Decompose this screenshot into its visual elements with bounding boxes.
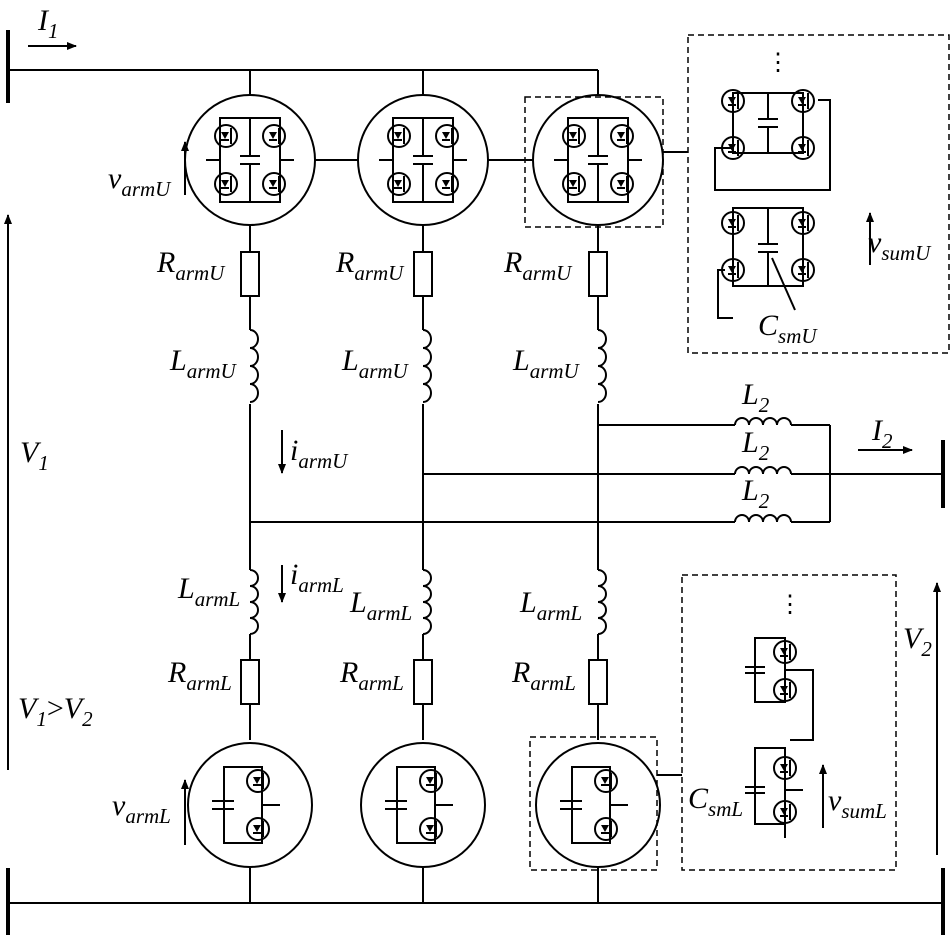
- lower-submodule-c: [535, 742, 661, 868]
- r-arm-u-label-c: RarmU: [503, 246, 573, 285]
- ac-output-wires: [250, 424, 943, 523]
- l2-label-1: L2: [741, 378, 770, 417]
- i1-label: I1: [37, 4, 59, 43]
- v1-label: V1: [20, 436, 49, 475]
- inductor-lower-b: [422, 569, 432, 635]
- inductor-upper-a: [249, 329, 259, 403]
- l-arm-u-label-c: LarmU: [512, 344, 581, 383]
- r-arm-l-label-c: RarmL: [511, 656, 576, 695]
- l-arm-u-label-a: LarmU: [169, 344, 238, 383]
- l-arm-l-label-c: LarmL: [519, 586, 582, 625]
- v-arm-l-label: varmL: [112, 789, 171, 828]
- lower-submodule-b: [360, 742, 486, 868]
- r-arm-l-label-a: RarmL: [167, 656, 232, 695]
- v2-label: V2: [903, 622, 932, 661]
- upper-submodule-highlight-box: [524, 96, 664, 228]
- upper-detail-link: [714, 99, 831, 191]
- upper-detail-full-bridge-2: [721, 207, 815, 287]
- resistor-upper-a: [240, 251, 260, 297]
- upper-detail-tail: [717, 269, 733, 319]
- inductor-upper-c: [597, 329, 607, 403]
- v-sum-l-label: vsumL: [828, 784, 887, 823]
- upper-detail-box: [687, 34, 950, 354]
- c-sm-u-leader: [771, 257, 796, 311]
- upper-submodule-c: [532, 94, 664, 226]
- l2-inductor-2: [734, 466, 792, 475]
- v-sum-u-label: vsumU: [868, 226, 932, 265]
- l2-label-3: L2: [741, 474, 770, 513]
- lower-detail-ellipsis: ⋮: [778, 592, 802, 618]
- c-sm-l-label: CsmL: [688, 782, 743, 821]
- upper-detail-full-bridge-1: [721, 89, 815, 160]
- v1-greater-v2-label: V1>V2: [18, 692, 93, 731]
- i-arm-u-label: iarmU: [290, 434, 349, 473]
- resistor-upper-c: [588, 251, 608, 297]
- inductor-lower-a: [249, 569, 259, 635]
- upper-detail-ellipsis: ⋮: [766, 50, 790, 76]
- l2-inductor-3: [734, 514, 792, 523]
- lower-detail-half-bridge-1: [745, 637, 803, 703]
- i2-label: I2: [871, 414, 893, 453]
- resistor-lower-b: [413, 659, 433, 705]
- upper-submodule-a: [184, 94, 316, 226]
- l2-label-2: L2: [741, 426, 770, 465]
- lower-detail-link: [790, 669, 814, 741]
- v-arm-u-label: varmU: [108, 162, 172, 201]
- l-arm-l-label-b: LarmL: [349, 586, 412, 625]
- upper-submodule-b: [357, 94, 489, 226]
- r-arm-l-label-b: RarmL: [339, 656, 404, 695]
- r-arm-u-label-a: RarmU: [156, 246, 226, 285]
- i-arm-l-label: iarmL: [290, 558, 344, 597]
- l-arm-u-label-b: LarmU: [341, 344, 410, 383]
- phase-leg-wires: [249, 70, 599, 903]
- r-arm-u-label-b: RarmU: [335, 246, 405, 285]
- resistor-lower-a: [240, 659, 260, 705]
- resistor-lower-c: [588, 659, 608, 705]
- inductor-lower-c: [597, 569, 607, 635]
- c-sm-u-label: CsmU: [758, 309, 818, 348]
- lower-detail-half-bridge-2: [745, 747, 803, 825]
- l2-inductor-1: [734, 417, 792, 426]
- l-arm-l-label-a: LarmL: [177, 572, 240, 611]
- lower-detail-box: [681, 574, 897, 871]
- lower-submodule-a: [187, 742, 313, 868]
- lower-submodule-highlight-box: [529, 736, 658, 871]
- resistor-upper-b: [413, 251, 433, 297]
- inductor-upper-b: [422, 329, 432, 403]
